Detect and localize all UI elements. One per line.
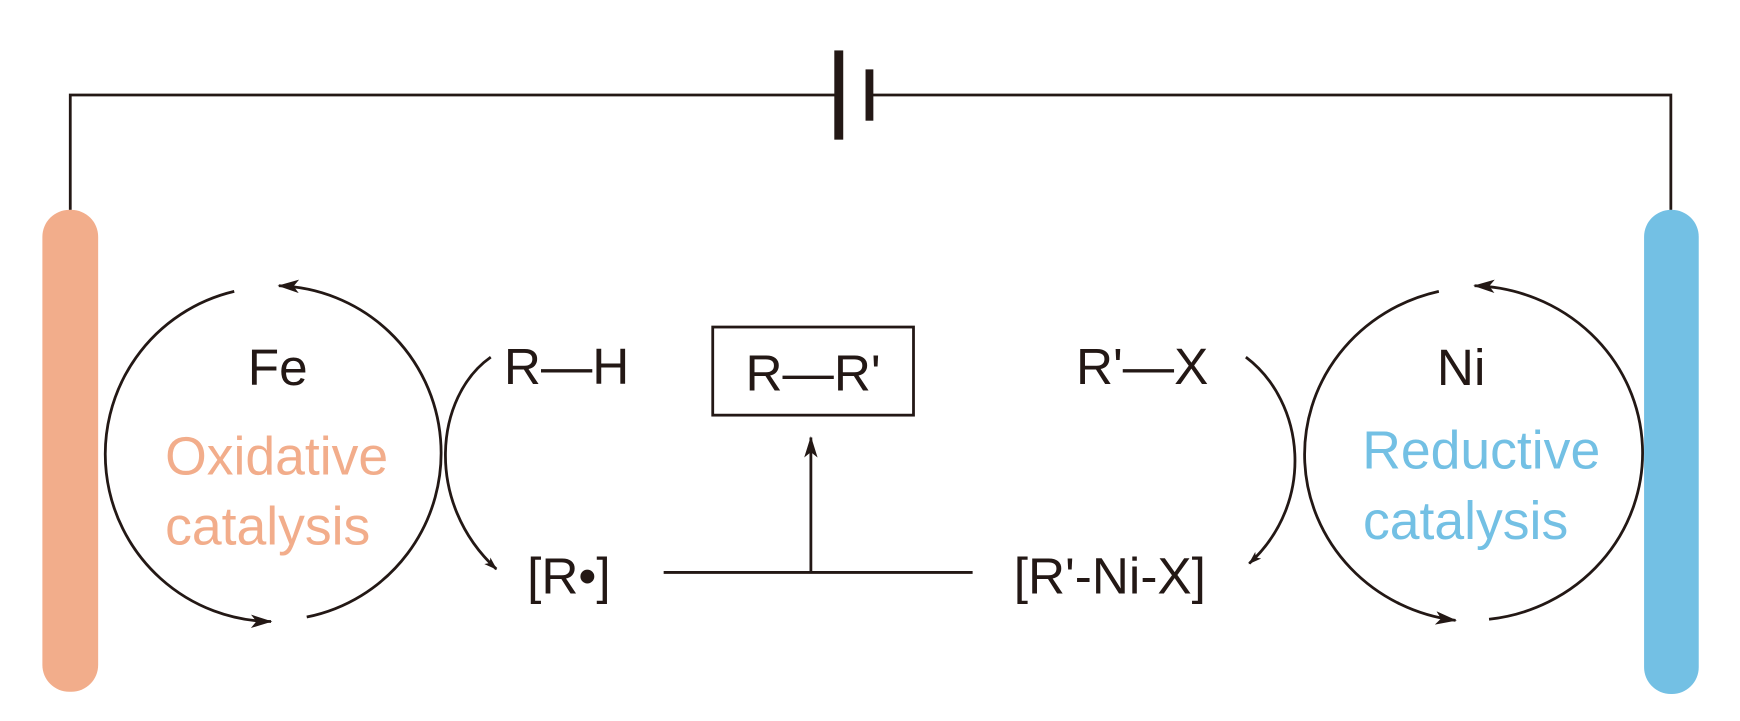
fe-metal-label: Fe: [248, 339, 308, 396]
radical-species: [R•]: [527, 548, 611, 605]
reductive-label: Reductive: [1362, 422, 1600, 481]
oxidative-catalysis-label: catalysis: [165, 498, 370, 557]
nickel-intermediate: [R'-Ni-X]: [1014, 548, 1206, 605]
product-box: [711, 325, 915, 417]
battery-icon: [834, 50, 874, 140]
reductive-catalysis-label: catalysis: [1363, 492, 1568, 551]
oxidative-label: Oxidative: [165, 427, 388, 486]
rh-to-radical-arrow: [444, 356, 498, 571]
fe-catalytic-cycle: [103, 279, 443, 628]
cathode-electrode: [1644, 209, 1699, 694]
substrate-rh: R—H: [504, 338, 629, 395]
rx-to-nickel-arrow: [1245, 356, 1297, 565]
substrate-rx: R'—X: [1076, 338, 1208, 395]
circuit-wire: [68, 93, 1673, 210]
ni-catalytic-cycle: [1303, 279, 1644, 625]
ni-metal-label: Ni: [1437, 339, 1485, 396]
product-rr: R—R': [746, 345, 881, 402]
anode-electrode: [42, 209, 99, 692]
